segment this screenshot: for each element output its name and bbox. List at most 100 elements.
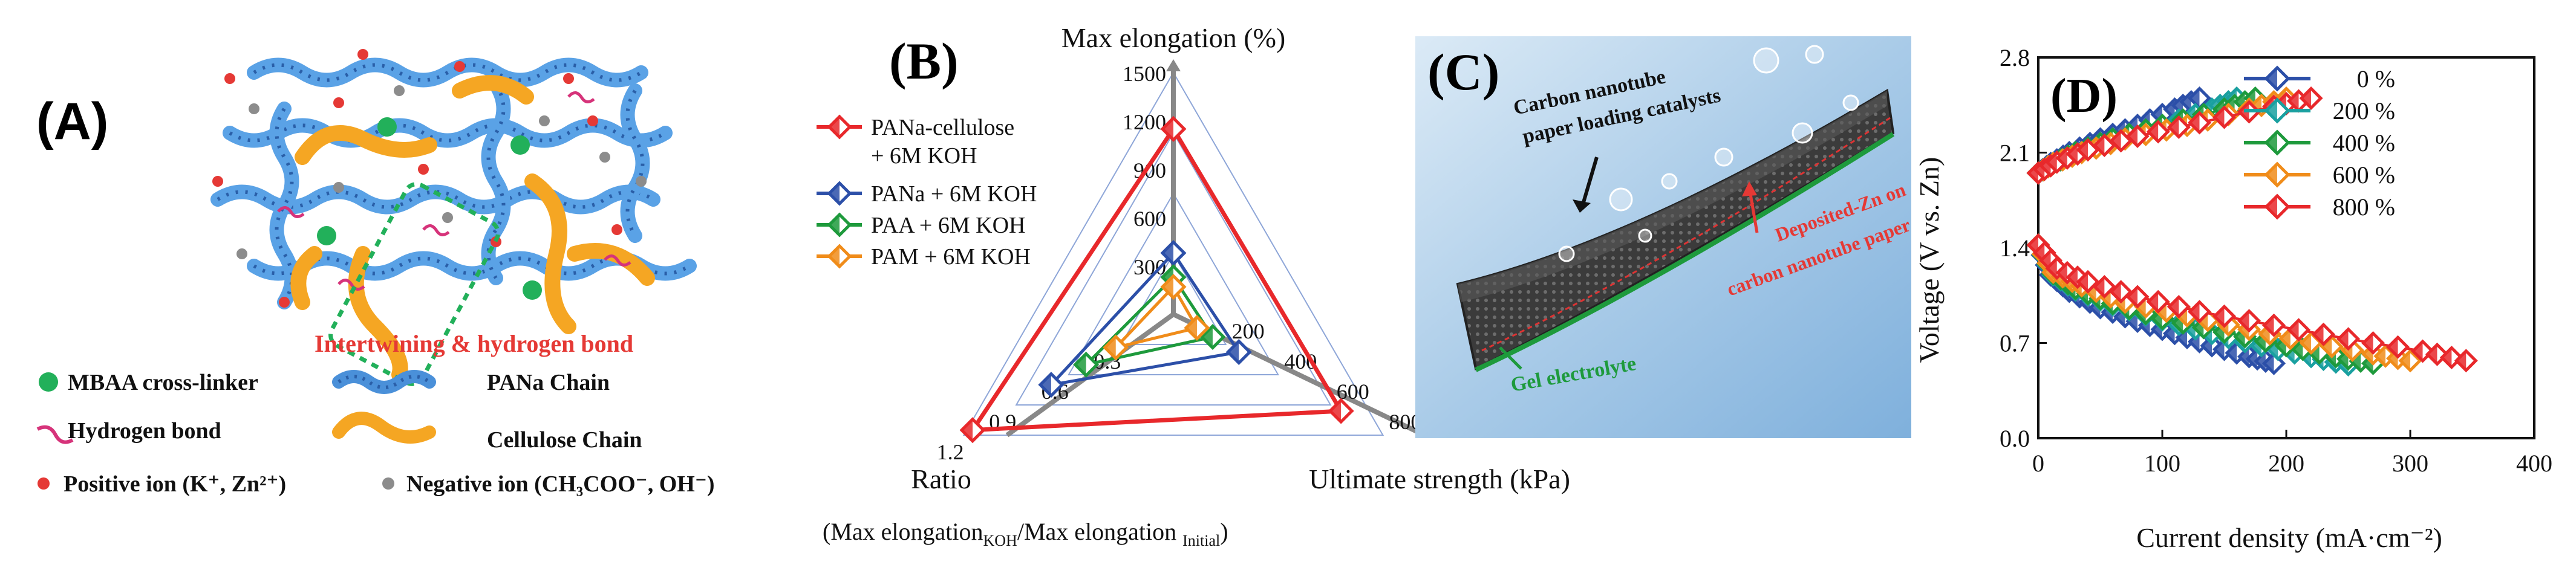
radar-axis-right-label: Ultimate strength (kPa) xyxy=(1309,464,1570,494)
negative-ion xyxy=(442,212,453,223)
x-tick-label: 400 xyxy=(2516,450,2552,477)
panel-b-label: (B) xyxy=(889,32,959,90)
x-tick-label: 100 xyxy=(2144,450,2180,477)
curve-marker xyxy=(2146,120,2170,144)
radar-tick-label: 600 xyxy=(1133,207,1166,231)
legend-d-marker xyxy=(2264,161,2291,188)
positive-ion xyxy=(357,49,368,60)
panel-a-label: (A) xyxy=(36,92,108,150)
negative-ion xyxy=(636,176,647,187)
panel-c-label: (C) xyxy=(1427,43,1499,101)
hydrogen-bond xyxy=(422,224,450,236)
x-tick-label: 0 xyxy=(2032,450,2044,477)
legend-d-marker xyxy=(2264,193,2291,220)
gel-arrow-icon xyxy=(1499,346,1522,370)
curve-marker xyxy=(2167,294,2191,319)
mbaa-crosslinker xyxy=(317,226,336,245)
y-tick-label: 0.0 xyxy=(2000,425,2030,452)
legend-d-label: 200 % xyxy=(2333,97,2395,125)
y-tick-label: 0.7 xyxy=(2000,330,2030,357)
hydrogen-bond xyxy=(567,91,595,103)
positive-ion xyxy=(418,164,429,175)
curve-marker xyxy=(2109,280,2133,304)
radar-point xyxy=(1073,351,1100,378)
legend-a-mbaa: MBAA cross-linker xyxy=(68,370,258,395)
positive-ion xyxy=(611,224,622,235)
curve-marker xyxy=(2187,111,2212,135)
bubble xyxy=(1638,228,1652,243)
radar-series-polygon xyxy=(1047,250,1242,387)
curve-marker xyxy=(2336,327,2361,351)
bubble xyxy=(1714,147,1733,167)
negative-ion xyxy=(333,182,344,193)
radar-series-polygon xyxy=(1081,274,1216,367)
y-tick-label: 2.1 xyxy=(2000,140,2030,167)
legend-a-hbond: Hydrogen bond xyxy=(68,418,221,444)
bubble xyxy=(1842,94,1859,111)
radar-point xyxy=(1225,338,1252,366)
bubble xyxy=(1558,245,1575,262)
curve-marker xyxy=(2212,304,2237,328)
legend-b-series-1: PANa-cellulose xyxy=(871,115,1014,140)
curve-marker xyxy=(2076,270,2100,294)
green-sphere-icon xyxy=(39,372,58,392)
hydrogen-bond xyxy=(604,254,631,267)
radar-chart: 300600900120015002004006008000.30.60.91.… xyxy=(937,59,1426,464)
positive-ion xyxy=(212,176,223,187)
intertwining-label: Intertwining & hydrogen bond xyxy=(315,330,633,357)
panel-b: (B) 300600900120015002004006008000.30.60… xyxy=(817,22,1570,549)
positive-ion xyxy=(454,61,465,72)
radar-axis-left-label: Ratio xyxy=(911,464,971,494)
radar-grid-ring xyxy=(1015,131,1332,406)
pana-chain xyxy=(481,77,511,285)
zn-arrow-icon xyxy=(1748,190,1759,233)
polymer-network-illustration xyxy=(210,49,697,386)
legend-b-series-2: PANa + 6M KOH xyxy=(871,181,1037,207)
y-tick-label: 2.8 xyxy=(2000,44,2030,71)
curve-marker xyxy=(2125,124,2150,149)
radar-point xyxy=(1184,314,1210,341)
cellulose-chain xyxy=(348,246,408,383)
negative-ion xyxy=(539,115,550,126)
cellulose-chain-network xyxy=(290,75,655,383)
legend-b-series-3: PAA + 6M KOH xyxy=(871,213,1025,238)
gray-dot-icon xyxy=(382,477,394,490)
negative-ion xyxy=(394,85,405,96)
curve-marker xyxy=(2425,342,2449,366)
cellulose-chain xyxy=(452,75,534,105)
positive-ion xyxy=(224,73,235,84)
x-tick-label: 300 xyxy=(2392,450,2428,477)
intertwining-highlight-box xyxy=(328,182,500,386)
polarization-legend: 0 %200 %400 %600 %800 % xyxy=(2244,65,2395,221)
legend-a-negative: Negative ion (CH₃COO⁻, OH⁻) xyxy=(406,471,715,497)
radar-point xyxy=(1103,334,1129,361)
curve-marker xyxy=(2092,274,2116,299)
blue-chain-icon xyxy=(332,370,436,394)
orange-chain-icon xyxy=(332,412,436,444)
radar-point xyxy=(1328,398,1354,424)
pink-hook-icon xyxy=(36,425,74,444)
legend-d-label: 400 % xyxy=(2333,129,2395,157)
radar-point xyxy=(1199,323,1226,351)
red-dot-icon xyxy=(37,477,50,490)
curve-marker xyxy=(2261,313,2286,337)
radar-tick-label: 1200 xyxy=(1123,110,1166,134)
legend-d-marker xyxy=(2264,97,2291,124)
pana-chain xyxy=(269,102,299,309)
radar-tick-label: 1.2 xyxy=(937,440,964,464)
legend-b-series-1-line2: + 6M KOH xyxy=(871,143,977,169)
cellulose-chain xyxy=(295,125,437,165)
cellulose-chain xyxy=(290,246,322,310)
curve-marker xyxy=(2361,331,2385,355)
legend-b-marker xyxy=(827,181,852,206)
legend-a-cellulose: Cellulose Chain xyxy=(487,427,642,453)
curve-marker xyxy=(2237,309,2261,333)
legend-a-positive: Positive ion (K⁺, Zn²⁺) xyxy=(64,471,286,497)
panel-d-label: (D) xyxy=(2050,70,2118,123)
legend-d-label: 0 % xyxy=(2357,65,2395,92)
curve-marker xyxy=(2311,322,2336,346)
legend-d-label: 800 % xyxy=(2333,193,2395,221)
